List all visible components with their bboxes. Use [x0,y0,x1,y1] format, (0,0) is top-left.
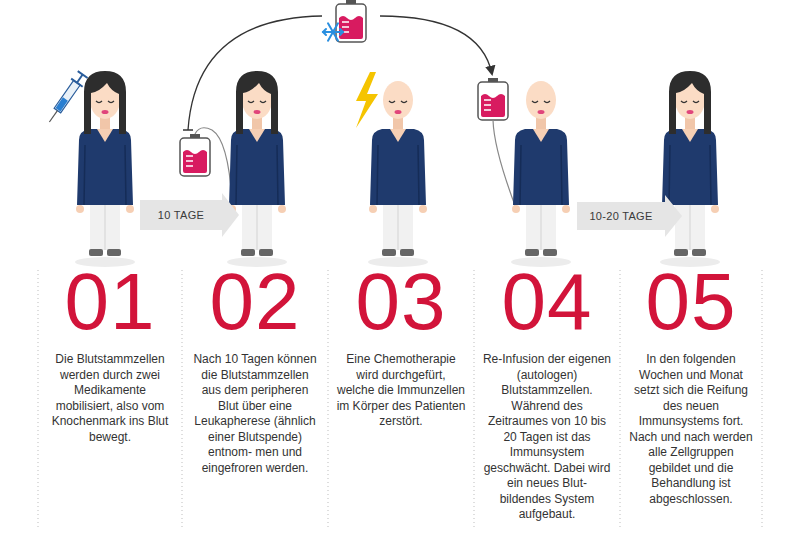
arrow-text-area: 10 TAGE [140,193,222,237]
step-description: In den folgenden Wochen und Monat setzt … [626,352,756,507]
blood-bag [180,134,210,176]
syringe [44,70,89,126]
step-number: 01 [45,262,175,342]
arrow-fill [140,193,239,237]
patient-hair [84,71,126,134]
step-description: Eine Chemotherapie wird durchgefürt, wel… [336,352,466,430]
patient-hair [236,71,278,134]
syringe-barrel [54,80,80,112]
syringe-fluid [56,97,68,111]
step-description: Die Blutstammzellen werden durch zwei Me… [45,352,175,445]
divider [182,270,183,530]
arrow-text-area: 10-20 TAGE [577,195,665,237]
syringe-needle [49,111,57,122]
duration-label: 10-20 TAGE [589,210,652,222]
step-number: 05 [626,262,756,342]
divider [474,270,475,530]
bag-tube [493,120,516,208]
timeline-arrow: 10 TAGE [140,193,239,237]
divider [620,270,621,530]
syringe-flange [71,79,82,87]
patient-hair [669,71,711,134]
divider [38,270,39,530]
patient-figure-bald [511,81,571,267]
step-number: 03 [336,262,466,342]
blood-bag [478,78,508,120]
curve-start-bar [183,129,193,131]
step-number: 02 [190,262,320,342]
step-number: 04 [482,262,612,342]
snowflake [323,23,343,40]
duration-label: 10 TAGE [158,209,204,221]
arrow-fill [577,195,682,237]
bag-tube [195,128,232,200]
lightning-bolt [356,72,378,128]
syringe-plunger [77,75,83,83]
transfer-curve [380,16,492,74]
timeline-arrow: 10-20 TAGE [577,195,682,237]
syringe-handle [78,71,88,78]
divider [328,270,329,530]
divider [762,270,763,530]
patient-figure-bald [368,81,428,267]
step-description: Nach 10 Tagen können die Blutstammzellen… [190,352,320,476]
step-description: Re-Infusion der eigenen (autologen) Blut… [482,352,612,523]
